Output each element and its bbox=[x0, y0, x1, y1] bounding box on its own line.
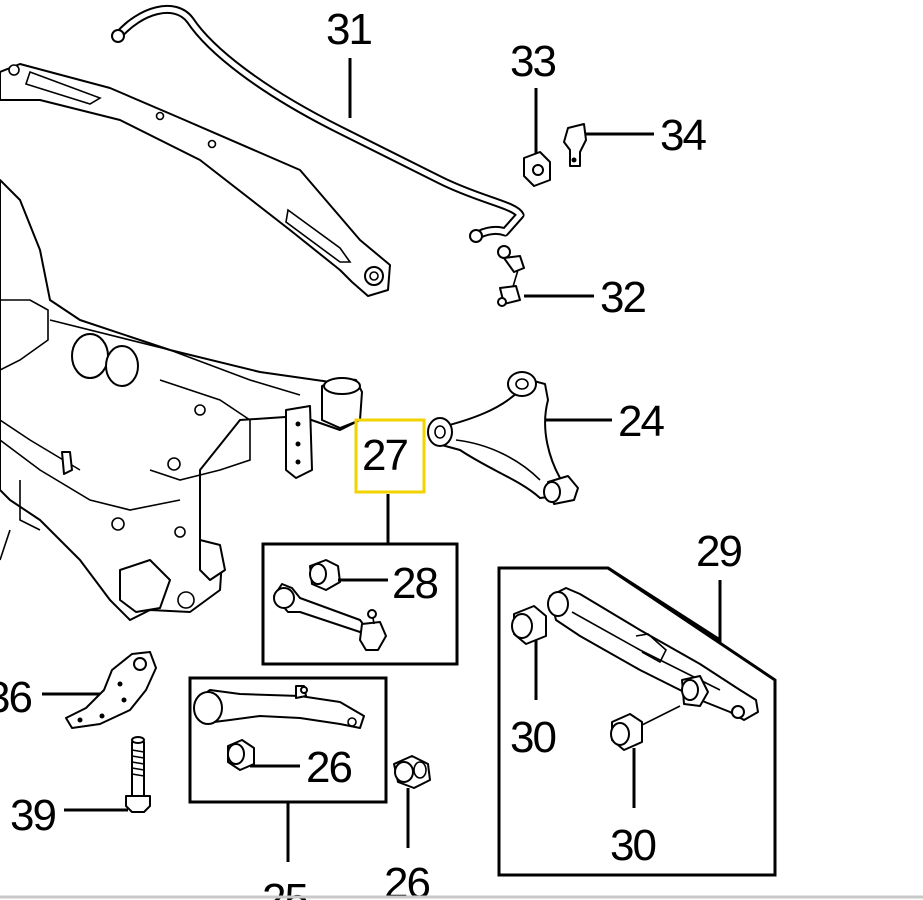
mounting-plate[interactable] bbox=[65, 651, 157, 729]
trailing-arm[interactable] bbox=[547, 587, 759, 727]
bushing-bracket[interactable] bbox=[563, 123, 587, 167]
box-28-group bbox=[261, 542, 459, 666]
box-29-group bbox=[497, 566, 777, 877]
callout-29[interactable]: 29 bbox=[696, 527, 743, 576]
callout-24[interactable]: 24 bbox=[618, 397, 666, 446]
callout-39[interactable]: 39 bbox=[10, 791, 57, 840]
stabilizer-link[interactable] bbox=[497, 245, 525, 307]
upper-control-arm[interactable] bbox=[427, 371, 579, 505]
lower-arm-bushing[interactable] bbox=[227, 739, 255, 771]
callout-33[interactable]: 33 bbox=[510, 37, 557, 86]
callout-32[interactable]: 32 bbox=[600, 273, 647, 322]
callout-27-highlight[interactable] bbox=[354, 418, 426, 494]
bolt[interactable] bbox=[125, 736, 151, 813]
callout-26-loose[interactable]: 26 bbox=[384, 859, 431, 900]
callout-36[interactable]: 36 bbox=[0, 673, 33, 722]
callout-28[interactable]: 28 bbox=[392, 559, 439, 608]
rear-crossmember[interactable] bbox=[0, 63, 391, 621]
callout-30-upper[interactable]: 30 bbox=[510, 713, 557, 762]
callout-34[interactable]: 34 bbox=[660, 111, 708, 160]
callout-27[interactable]: 27 bbox=[362, 431, 409, 480]
stabilizer-bushing[interactable] bbox=[523, 151, 551, 187]
stabilizer-bar[interactable] bbox=[111, 5, 525, 243]
leader-lines bbox=[42, 58, 722, 862]
trailing-arm-bushing-upper[interactable] bbox=[511, 605, 547, 645]
box-25-group bbox=[188, 676, 388, 804]
lower-control-arm[interactable] bbox=[193, 685, 365, 729]
bushing-26-loose[interactable] bbox=[393, 755, 431, 789]
callout-26-in-box[interactable]: 26 bbox=[306, 743, 353, 792]
lateral-link[interactable] bbox=[273, 559, 387, 651]
trailing-arm-bushing-lower[interactable] bbox=[610, 713, 643, 751]
callout-30-lower[interactable]: 30 bbox=[610, 821, 657, 870]
callout-31[interactable]: 31 bbox=[326, 5, 373, 54]
